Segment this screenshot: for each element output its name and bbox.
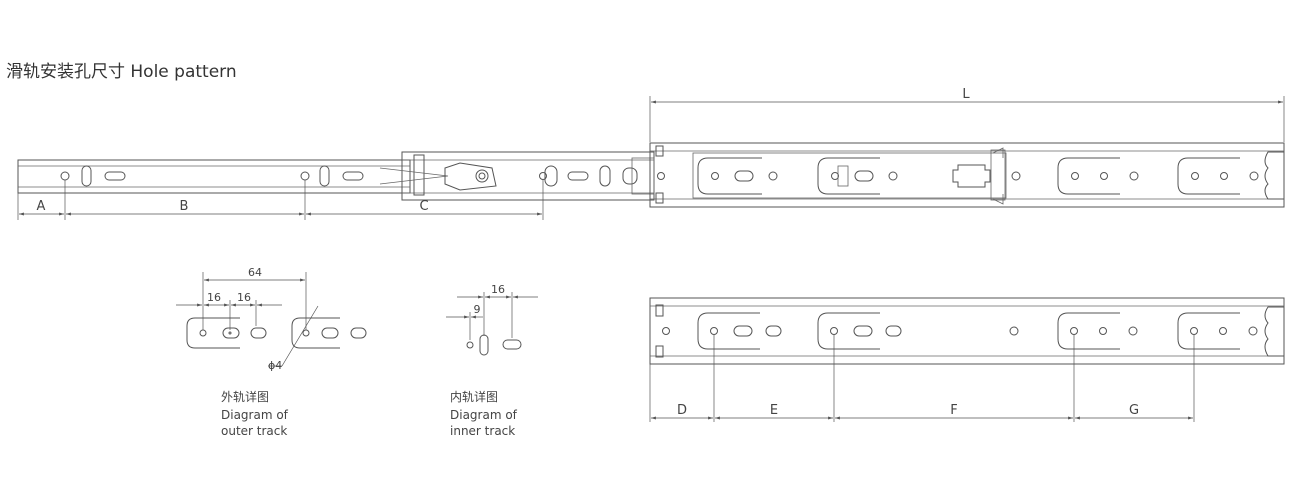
dim-label-G: G	[1129, 403, 1139, 418]
inner-track-detail: 16 9	[446, 283, 538, 356]
dim-label-E: E	[770, 403, 778, 418]
inner-caption-en1: Diagram of	[450, 408, 518, 422]
inner-caption-cn: 内轨详图	[450, 389, 498, 404]
outer-dim-16a: 16	[207, 291, 221, 304]
intermediate-rail	[379, 151, 655, 201]
outer-dim-64: 64	[248, 266, 262, 279]
dim-label-C: C	[419, 199, 428, 214]
outer-dim-phi4: ϕ4	[268, 359, 282, 372]
outer-caption-en2: outer track	[221, 424, 287, 438]
inner-dim-9: 9	[474, 303, 481, 316]
outer-track-caption: 外轨详图 Diagram of outer track	[221, 389, 289, 438]
top-slide-assembly: L A B C	[17, 87, 1285, 220]
dim-label-L: L	[962, 87, 970, 102]
dim-DEFG: D E F G	[649, 335, 1195, 422]
dim-label-A: A	[37, 199, 46, 214]
bottom-outer-rail	[649, 297, 1285, 365]
dim-label-F: F	[950, 403, 957, 418]
page-title: 滑轨安装孔尺寸 Hole pattern	[6, 62, 237, 82]
dim-label-D: D	[677, 403, 687, 418]
inner-caption-en2: inner track	[450, 424, 515, 438]
inner-track-caption: 内轨详图 Diagram of inner track	[450, 389, 518, 438]
inner-rail	[17, 159, 411, 194]
dim-ABC: A B C	[17, 180, 544, 220]
inner-dim-16: 16	[491, 283, 505, 296]
outer-rail	[649, 142, 1285, 208]
outer-dim-16b: 16	[237, 291, 251, 304]
dim-L: L	[649, 87, 1285, 142]
outer-caption-cn: 外轨详图	[221, 389, 269, 404]
outer-caption-en1: Diagram of	[221, 408, 289, 422]
outer-track-detail: 64 16 16 ϕ4	[176, 266, 367, 372]
dim-label-B: B	[180, 199, 189, 214]
